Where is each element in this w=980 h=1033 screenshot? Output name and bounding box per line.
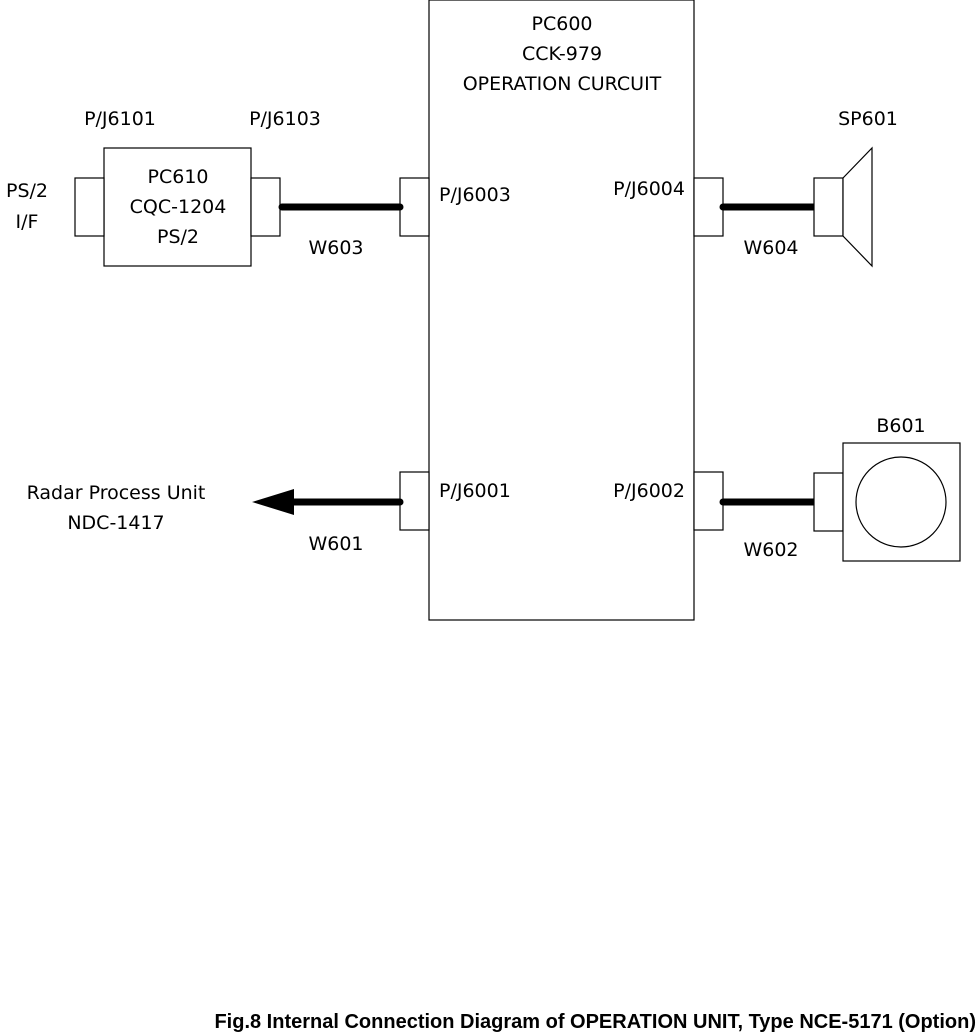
buzzer-label: B601 — [876, 415, 925, 437]
main-board-pc600 — [428, 0, 695, 621]
speaker-icon — [842, 146, 873, 268]
connector-j6002-label: P/J6002 — [613, 480, 685, 502]
wire-w601-label: W601 — [308, 533, 363, 555]
ps2-board-function: PS/2 — [157, 226, 199, 248]
arrow-left-icon — [252, 489, 294, 515]
main-board-name: PC600 — [532, 13, 593, 35]
connector-j6003 — [399, 177, 430, 237]
ps2-board-pc610 — [103, 147, 252, 267]
main-board-model: CCK-979 — [522, 43, 602, 65]
radar-unit-line1: Radar Process Unit — [27, 482, 206, 504]
connector-j6101 — [74, 177, 105, 237]
radar-unit-line2: NDC-1417 — [67, 512, 164, 534]
ps2-board-model: CQC-1204 — [130, 196, 227, 218]
connector-j6003-label: P/J6003 — [439, 184, 511, 206]
connector-j6103-label: P/J6103 — [249, 108, 321, 130]
figure-caption: Fig.8 Internal Connection Diagram of OPE… — [214, 1011, 976, 1033]
ps2-if-line1: PS/2 — [6, 180, 48, 202]
connector-j6101-label: P/J6101 — [84, 108, 156, 130]
buzzer-connector — [813, 472, 844, 532]
connector-j6004-label: P/J6004 — [613, 178, 685, 200]
wire-w603-label: W603 — [308, 237, 363, 259]
connector-j6001-label: P/J6001 — [439, 480, 511, 502]
connector-j6002 — [693, 471, 724, 531]
buzzer-icon — [855, 456, 947, 548]
connector-j6004 — [693, 177, 724, 237]
speaker-label: SP601 — [838, 108, 898, 130]
ps2-board-name: PC610 — [148, 166, 209, 188]
speaker-connector — [813, 177, 844, 237]
wire-w602-label: W602 — [743, 539, 798, 561]
ps2-if-line2: I/F — [16, 211, 39, 233]
connector-j6001 — [399, 471, 430, 531]
main-board-function: OPERATION CURCUIT — [463, 73, 662, 95]
connector-j6103 — [250, 177, 281, 237]
wire-w604-label: W604 — [743, 237, 798, 259]
